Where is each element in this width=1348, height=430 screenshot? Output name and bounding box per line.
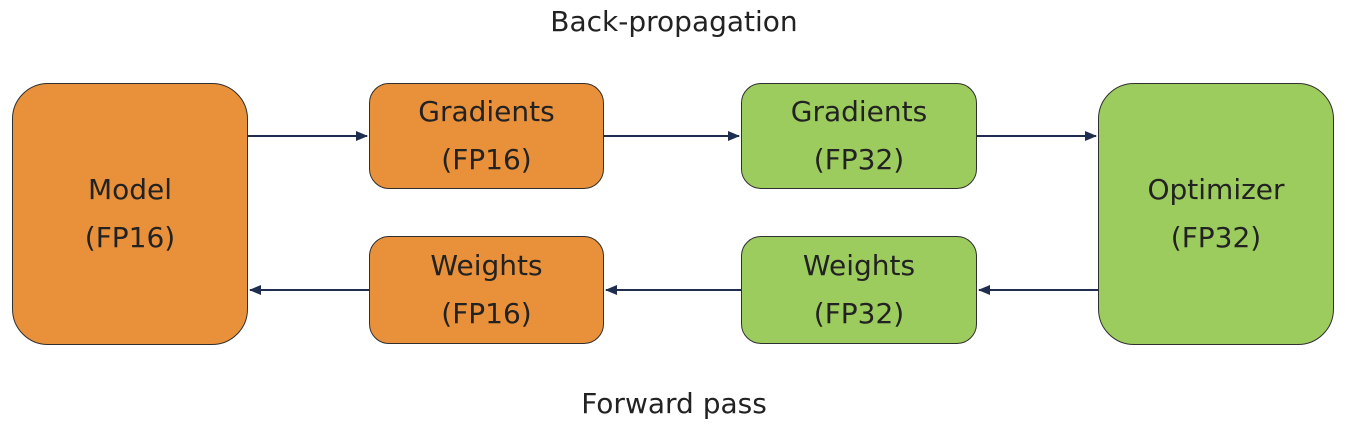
optimizer-node-precision: (FP32) <box>1170 221 1262 254</box>
forward-pass-caption: Forward pass <box>581 387 767 420</box>
optimizer-fp32-node: Optimizer (FP32) <box>1098 83 1334 345</box>
gradients-fp32-title: Gradients <box>790 95 928 128</box>
weights-fp32-precision: (FP32) <box>813 297 905 330</box>
weights-fp16-title: Weights <box>430 249 543 282</box>
gradients-fp16-title: Gradients <box>418 95 555 128</box>
model-fp16-node: Model (FP16) <box>12 83 248 345</box>
model-node-precision: (FP16) <box>84 221 176 254</box>
gradients-fp16-node: Gradients (FP16) <box>369 83 604 189</box>
weights-fp32-title: Weights <box>802 249 916 282</box>
model-node-title: Model <box>87 173 173 206</box>
weights-fp32-node: Weights (FP32) <box>741 236 977 344</box>
gradients-fp32-precision: (FP32) <box>813 143 905 176</box>
optimizer-node-title: Optimizer <box>1147 173 1285 206</box>
weights-fp16-node: Weights (FP16) <box>369 236 604 344</box>
gradients-fp16-precision: (FP16) <box>441 143 532 176</box>
back-propagation-caption: Back-propagation <box>550 5 798 38</box>
weights-fp16-precision: (FP16) <box>441 297 532 330</box>
gradients-fp32-node: Gradients (FP32) <box>741 83 977 189</box>
